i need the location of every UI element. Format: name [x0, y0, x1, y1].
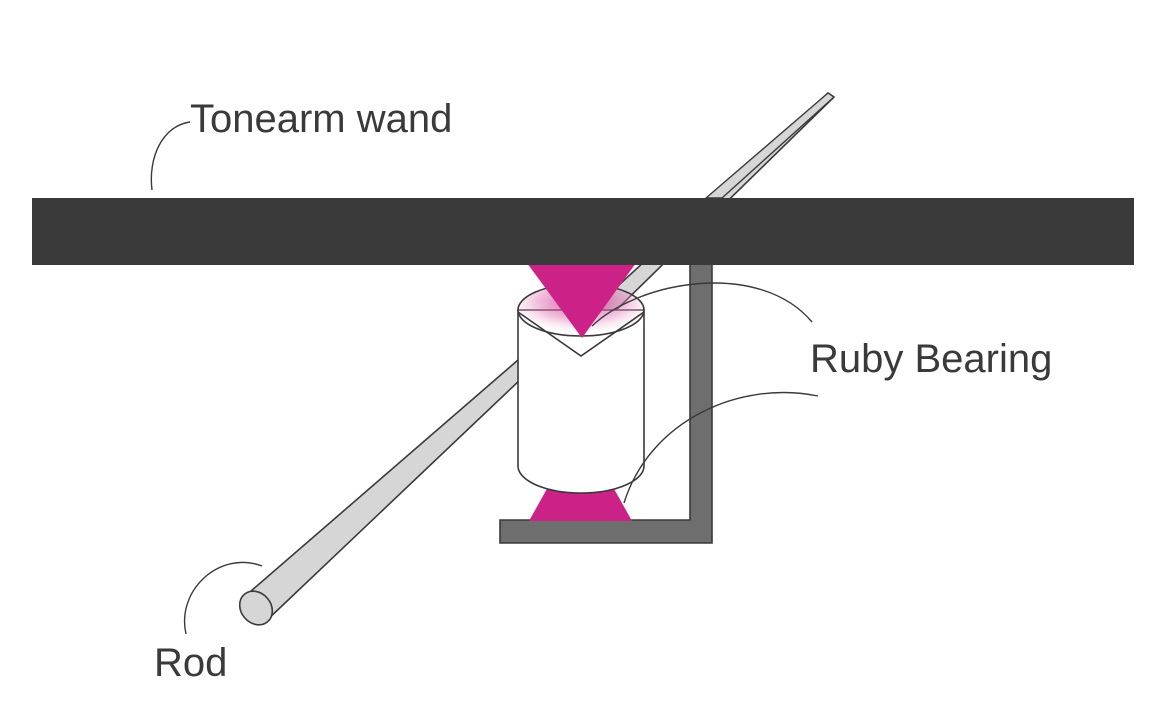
tonearm-wand-label: Tonearm wand: [190, 97, 452, 141]
tonearm-wand-leader: [150, 121, 191, 191]
ruby-bearing-leader-upper: [591, 282, 813, 327]
bearing-cylinder: [517, 309, 645, 494]
ruby-bearing-leader-lower: [623, 391, 819, 504]
rod-leader: [183, 561, 263, 635]
cylinder-v-notch: [517, 311, 645, 357]
upper-ruby-bearing: [527, 263, 636, 338]
rod-label: Rod: [154, 641, 227, 685]
rod-end-cap: [238, 590, 274, 626]
rod-lower-segment: [242, 359, 523, 623]
tonearm-wand: [32, 198, 1134, 265]
rod-above-wand: [705, 92, 835, 199]
ruby-bearing-label: Ruby Bearing: [810, 337, 1052, 381]
